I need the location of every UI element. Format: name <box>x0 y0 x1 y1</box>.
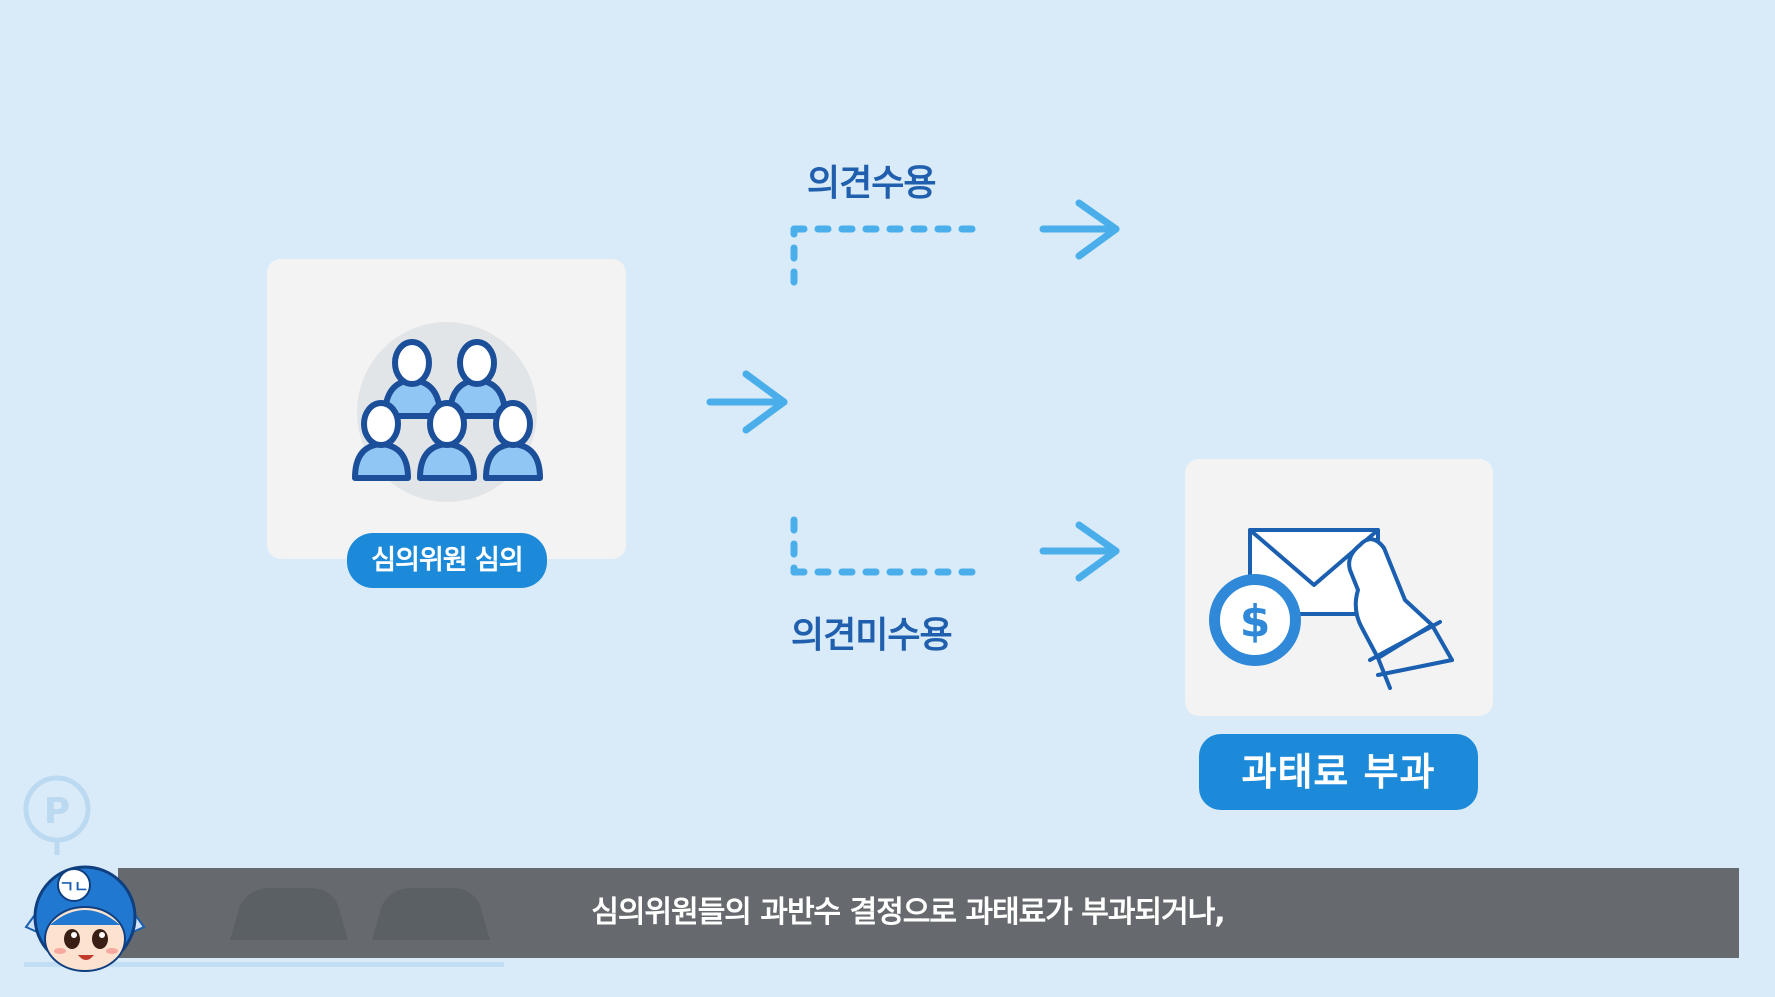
accept-label: 의견수용 <box>807 163 936 204</box>
svg-text:$: $ <box>1240 596 1271 647</box>
mascot-icon: ㄱㄴ <box>24 865 146 972</box>
accept-connector <box>790 225 980 286</box>
reject-arrow-icon <box>1039 521 1120 582</box>
committee-label: 심의위원 심의 <box>347 533 547 588</box>
parking-sign-icon: P <box>23 775 91 855</box>
reject-label: 의견미수용 <box>791 615 953 656</box>
reject-connector <box>790 516 980 576</box>
accept-arrow-icon <box>1039 199 1120 260</box>
main-arrow-icon <box>706 370 788 434</box>
svg-text:ㄱㄴ: ㄱㄴ <box>59 877 88 896</box>
svg-text:P: P <box>44 791 70 832</box>
subtitle-text: 심의위원들의 과반수 결정으로 과태료가 부과되거나, <box>591 895 1225 930</box>
fine-label: 과태료 부과 <box>1199 734 1478 810</box>
